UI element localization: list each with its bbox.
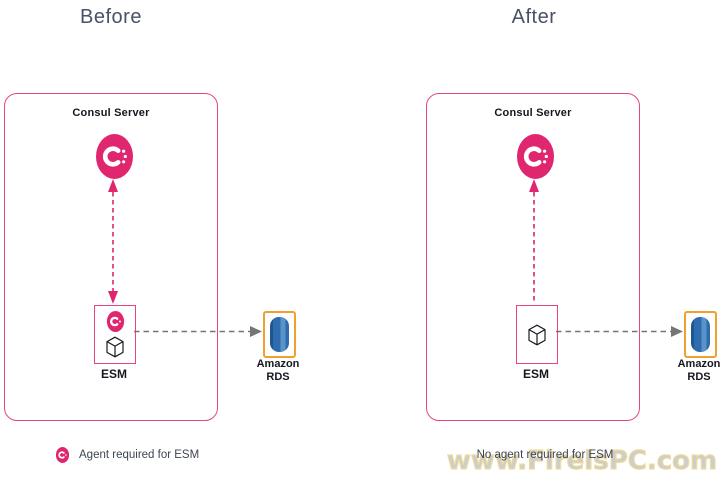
before-esm-label: ESM <box>100 367 127 381</box>
before-consul-server-label: Consul Server <box>72 107 150 119</box>
after-note: No agent required for ESM <box>476 449 614 461</box>
after-amazon-rds-box <box>684 311 717 358</box>
before-esm-box <box>94 305 136 364</box>
before-consul-server-box: Consul Server ESM <box>4 93 218 421</box>
amazon-rds-database-icon <box>691 317 710 352</box>
after-consul-server-label: Consul Server <box>494 107 572 119</box>
after-amazon-rds-label: Amazon RDS <box>677 358 720 383</box>
watermark: www.FirelsPC.com <box>446 445 718 476</box>
after-title: After <box>511 6 557 28</box>
before-note: Agent required for ESM <box>79 449 200 461</box>
before-amazon-rds-label: Amazon RDS <box>256 358 300 383</box>
amazon-rds-database-icon <box>270 317 289 352</box>
before-amazon-rds-box <box>263 311 296 358</box>
before-title: Before <box>80 6 142 28</box>
after-consul-server-box: Consul Server ESM <box>426 93 640 421</box>
consul-agent-icon <box>106 311 124 332</box>
consul-logo-icon <box>96 134 133 179</box>
after-esm-label: ESM <box>522 367 549 381</box>
consul-agent-legend-icon <box>55 447 70 463</box>
consul-logo-icon <box>517 134 554 179</box>
after-esm-box <box>516 305 558 364</box>
service-cube-icon <box>528 324 546 345</box>
service-cube-icon <box>106 336 124 358</box>
